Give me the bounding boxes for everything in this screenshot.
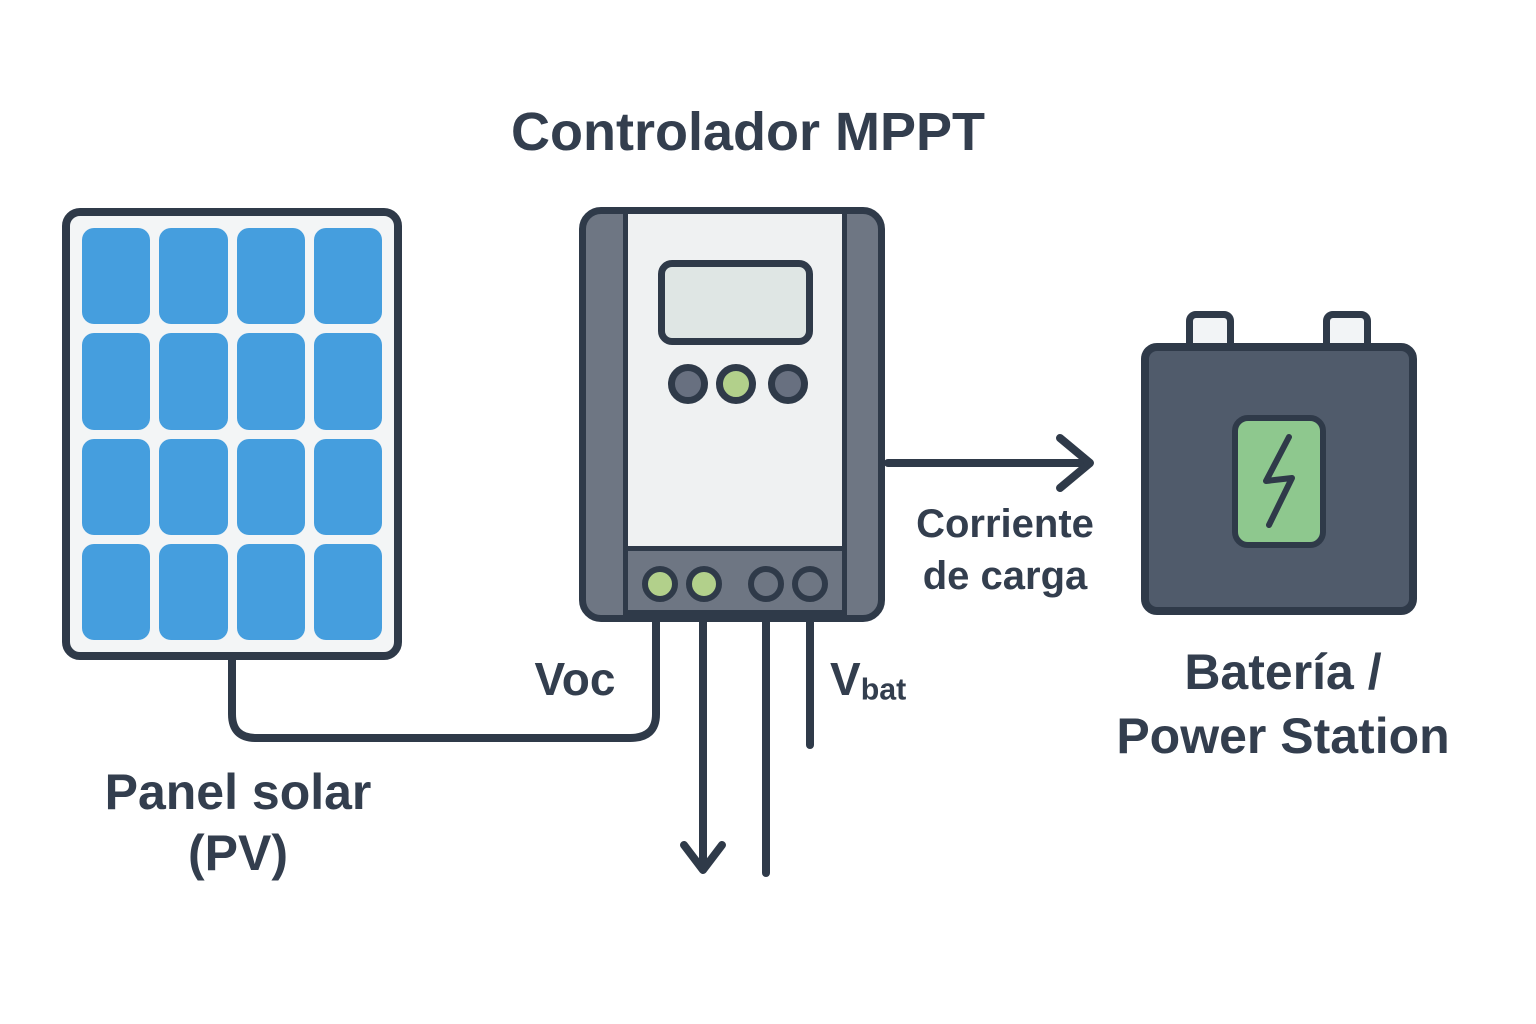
charge-current-label-line2: de carga	[922, 554, 1088, 598]
pv-cell	[159, 543, 228, 640]
charge-current-label-line1: Corriente	[916, 502, 1094, 546]
pv-cell	[236, 228, 305, 325]
pv-cell	[159, 228, 228, 325]
pv-cell	[313, 438, 382, 535]
solar-panel	[62, 208, 402, 660]
pv-cell	[82, 543, 151, 640]
lightning-bolt-icon	[1263, 434, 1295, 528]
voc-label: Voc	[534, 653, 616, 705]
arrow-down-head-icon	[680, 841, 726, 874]
battery	[1141, 343, 1417, 615]
mppt-controller	[579, 207, 885, 622]
vbat-label-main: V	[830, 653, 861, 705]
pv-cell	[82, 228, 151, 325]
solar-panel-label-line1: Panel solar	[104, 764, 372, 820]
charge-current-label: Corriente de carga	[880, 498, 1130, 602]
solar-panel-label: Panel solar (PV)	[63, 762, 413, 884]
controller-button-right	[768, 364, 808, 404]
arrow-right-head-icon	[1056, 434, 1094, 492]
controller-faceplate	[623, 214, 847, 551]
pv-cell	[313, 228, 382, 325]
diagram-title: Controlador MPPT	[511, 102, 985, 162]
controller-button-left	[668, 364, 708, 404]
battery-label-line2: Power Station	[1116, 708, 1450, 764]
pv-cell	[313, 543, 382, 640]
pv-cell	[159, 333, 228, 430]
pv-terminal-positive	[642, 566, 678, 602]
pv-terminal-negative	[686, 566, 722, 602]
battery-charge-badge	[1232, 415, 1326, 548]
pv-cell	[82, 438, 151, 535]
pv-cell	[236, 543, 305, 640]
controller-button-center	[716, 364, 756, 404]
pv-cell	[313, 333, 382, 430]
pv-cell	[159, 438, 228, 535]
vbat-label-subscript: bat	[860, 673, 907, 707]
battery-label-line1: Batería /	[1184, 644, 1382, 700]
pv-cell	[236, 438, 305, 535]
vbat-label: Vbat	[830, 652, 1010, 707]
battery-label: Batería / Power Station	[1083, 640, 1483, 768]
controller-terminal-strip	[623, 551, 847, 615]
controller-display-screen	[658, 260, 813, 345]
pv-cell	[236, 333, 305, 430]
pv-cell	[82, 333, 151, 430]
solar-panel-label-line2: (PV)	[188, 825, 288, 881]
battery-terminal-negative	[792, 566, 828, 602]
battery-terminal-positive	[748, 566, 784, 602]
